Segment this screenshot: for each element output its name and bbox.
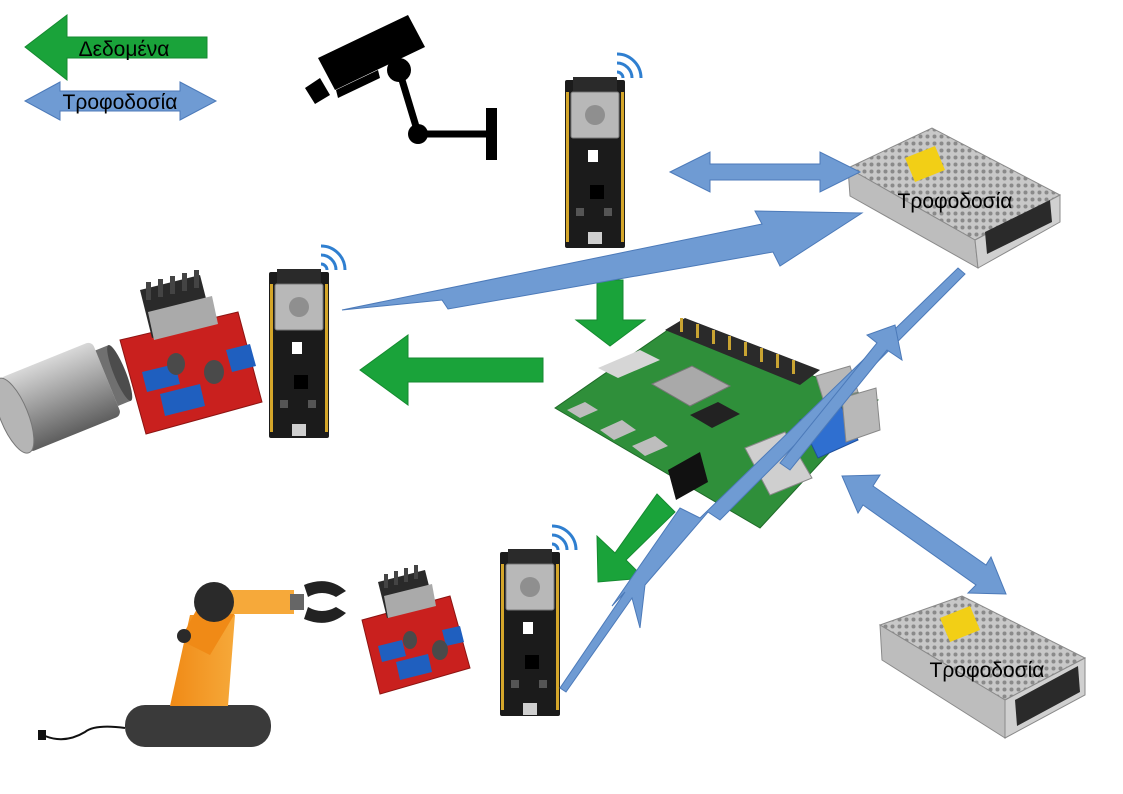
legend-data-label: Δεδομένα — [79, 38, 170, 61]
data-arrow-pi-to-left-esp — [359, 334, 544, 406]
legend-power-arrow: Τροφοδοσία — [23, 81, 218, 121]
power-supply-top: Τροφοδοσία — [846, 127, 1062, 269]
security-camera-icon — [305, 15, 497, 160]
dc-motor-icon — [0, 342, 133, 454]
power-plug-icon — [38, 725, 126, 741]
esp32-board-bottom — [500, 524, 578, 716]
raspberry-pi-board — [554, 318, 881, 529]
power-supply-bottom-label: Τροφοδοσία — [930, 659, 1045, 682]
esp32-board-left — [269, 244, 347, 438]
motor-driver-bottom — [361, 565, 471, 695]
legend: Δεδομένα Τροφοδοσία — [23, 13, 218, 121]
wifi-icon — [616, 52, 643, 79]
power-supply-top-label: Τροφοδοσία — [898, 190, 1013, 213]
wifi-icon — [320, 244, 347, 271]
wifi-icon — [551, 524, 578, 551]
legend-power-label: Τροφοδοσία — [63, 91, 178, 114]
power-arrow-top-esp — [668, 151, 862, 193]
power-supply-bottom: Τροφοδοσία — [878, 595, 1087, 739]
data-arrows — [359, 279, 676, 583]
power-arrow-pi-branch — [779, 324, 903, 471]
power-arrow-pi-bottom-psu — [841, 474, 1007, 595]
data-arrow-pi-to-bottom-esp — [596, 493, 676, 583]
motor-driver-left — [119, 270, 263, 435]
data-arrow-esp-to-pi — [574, 279, 647, 347]
power-arrows — [341, 151, 1007, 693]
power-arrow-left-esp — [341, 210, 864, 311]
esp32-board-top — [565, 52, 643, 248]
robot-arm-icon — [38, 581, 346, 747]
legend-data-arrow: Δεδομένα — [24, 13, 208, 82]
